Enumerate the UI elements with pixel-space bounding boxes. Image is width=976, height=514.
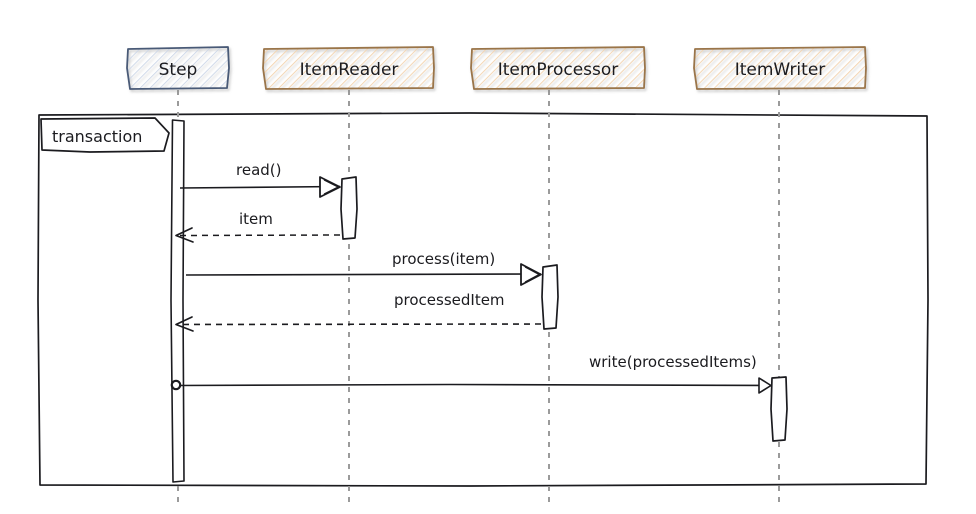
- message-process-line: [185, 273, 542, 276]
- participant-step[interactable]: Step: [126, 46, 230, 90]
- fragment-label-tab: [40, 117, 170, 153]
- activation-bars-group: [170, 119, 788, 483]
- message-processed-item-return-label: processedItem: [394, 291, 505, 309]
- participant-item-processor-box[interactable]: [470, 46, 646, 90]
- participant-item-reader-box[interactable]: [262, 46, 435, 90]
- participant-item-writer-label: ItemWriter: [735, 60, 826, 80]
- message-read-arrowhead: [319, 176, 341, 198]
- message-write-origin-marker: [170, 379, 182, 391]
- message-read-line: [179, 185, 341, 189]
- activation-item-processor[interactable]: [541, 264, 559, 330]
- message-read-arrowhead-inner: [323, 179, 340, 195]
- transaction-fragment: transaction: [37, 112, 929, 487]
- message-process-label: process(item): [392, 250, 495, 268]
- message-write-label: write(processedItems): [589, 353, 757, 371]
- message-processed-item-return-line: [177, 323, 542, 326]
- participant-item-processor-label: ItemProcessor: [498, 60, 619, 80]
- message-item-return-arrowhead: [175, 227, 194, 243]
- message-item-return[interactable]: item: [175, 210, 341, 243]
- participant-item-writer[interactable]: ItemWriter: [693, 46, 867, 90]
- participant-item-writer-box[interactable]: [693, 46, 867, 90]
- activation-item-reader[interactable]: [340, 176, 358, 240]
- message-read[interactable]: read(): [179, 161, 341, 198]
- participant-item-reader[interactable]: ItemReader: [262, 46, 435, 90]
- participant-step-box[interactable]: [126, 46, 230, 90]
- message-write[interactable]: write(processedItems): [170, 353, 772, 394]
- message-item-return-line: [177, 234, 341, 237]
- participant-item-processor[interactable]: ItemProcessor: [470, 46, 646, 90]
- message-item-return-label: item: [239, 210, 273, 228]
- message-read-label: read(): [236, 161, 281, 179]
- message-process[interactable]: process(item): [185, 250, 542, 286]
- message-write-line: [175, 383, 771, 387]
- message-process-arrowhead: [520, 263, 542, 286]
- message-process-arrowhead-inner: [524, 266, 541, 283]
- fragment-border: [37, 112, 929, 487]
- activation-step[interactable]: [170, 119, 185, 483]
- activation-item-writer[interactable]: [770, 376, 788, 442]
- fragment-label: transaction: [52, 127, 142, 146]
- participant-step-label: Step: [159, 60, 198, 80]
- message-processed-item-return[interactable]: processedItem: [175, 291, 542, 332]
- message-write-arrowhead: [758, 377, 772, 394]
- message-processed-item-return-arrowhead: [175, 316, 194, 332]
- participant-item-reader-label: ItemReader: [300, 60, 399, 80]
